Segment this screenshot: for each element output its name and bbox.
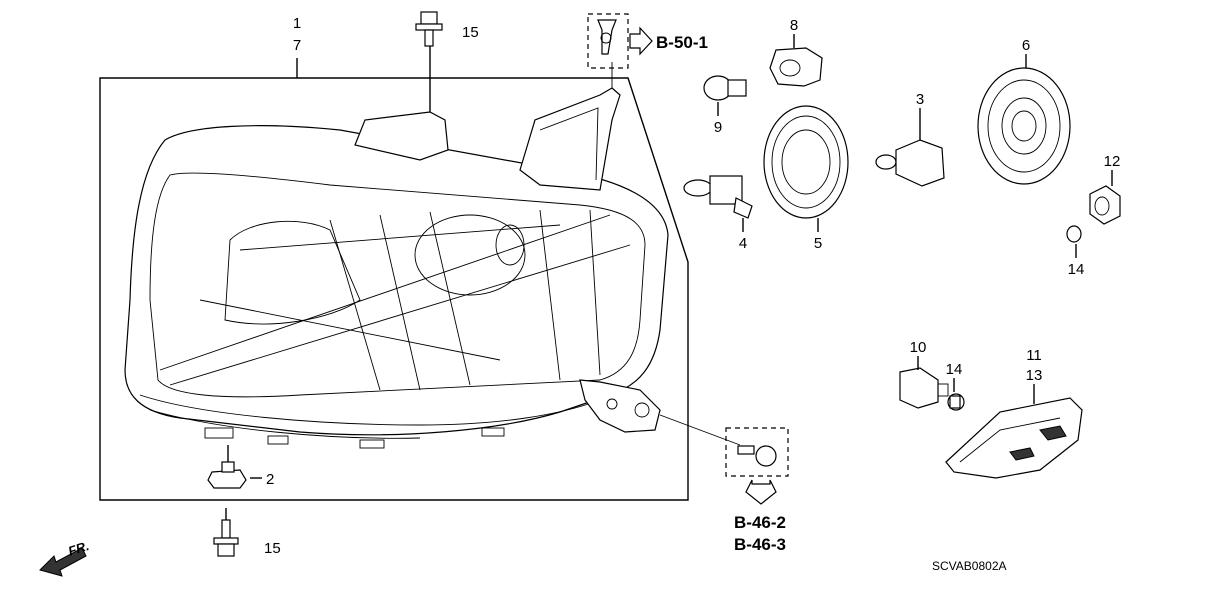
side-marker-11-13 — [945, 397, 1083, 479]
bolt-15-bottom — [213, 519, 239, 557]
nut-2 — [207, 461, 247, 489]
callout-9: 9 — [714, 119, 722, 136]
seal-5 — [763, 105, 849, 219]
ref-b50-1: B-50-1 — [656, 33, 708, 52]
assembly-frame — [99, 58, 689, 501]
callout-11: 11 — [1026, 347, 1042, 364]
callout-13: 13 — [1026, 367, 1043, 384]
bolt-b46-box — [725, 427, 789, 505]
bolt-15-top — [415, 11, 443, 47]
callout-15-top: 15 — [462, 24, 479, 41]
bulb-4 — [683, 175, 753, 219]
right-arrow-icon — [629, 26, 653, 56]
bulb-14-mid — [947, 393, 965, 411]
callout-15-bottom: 15 — [264, 540, 281, 557]
callout-12: 12 — [1104, 153, 1121, 170]
front-direction-arrow — [39, 547, 87, 577]
callout-6: 6 — [1022, 37, 1030, 54]
diagram-code: SCVAB0802A — [932, 559, 1007, 573]
callout-5: 5 — [814, 235, 822, 252]
callout-4: 4 — [739, 235, 747, 252]
cap-6 — [977, 67, 1071, 185]
bulb-14-right — [1066, 225, 1082, 243]
callout-1: 1 — [293, 15, 301, 32]
callout-7: 7 — [293, 37, 301, 54]
callout-14-mid: 14 — [946, 361, 963, 378]
socket-10 — [899, 367, 949, 409]
socket-12 — [1089, 185, 1121, 225]
ref-b46-2: B-46-2 — [734, 513, 786, 532]
callout-2: 2 — [266, 471, 274, 488]
callout-3: 3 — [916, 91, 924, 108]
socket-8 — [769, 47, 823, 87]
down-arrow-icon — [745, 479, 777, 505]
headlight-assembly — [124, 87, 669, 449]
callout-14-right: 14 — [1068, 261, 1085, 278]
bulb-9 — [703, 75, 747, 101]
ref-b46-3: B-46-3 — [734, 535, 786, 554]
callout-10: 10 — [910, 339, 927, 356]
bulb-3 — [875, 139, 945, 187]
fr-label: FR. — [66, 538, 91, 559]
callout-8: 8 — [790, 17, 798, 34]
clip-b50-box — [587, 13, 653, 69]
